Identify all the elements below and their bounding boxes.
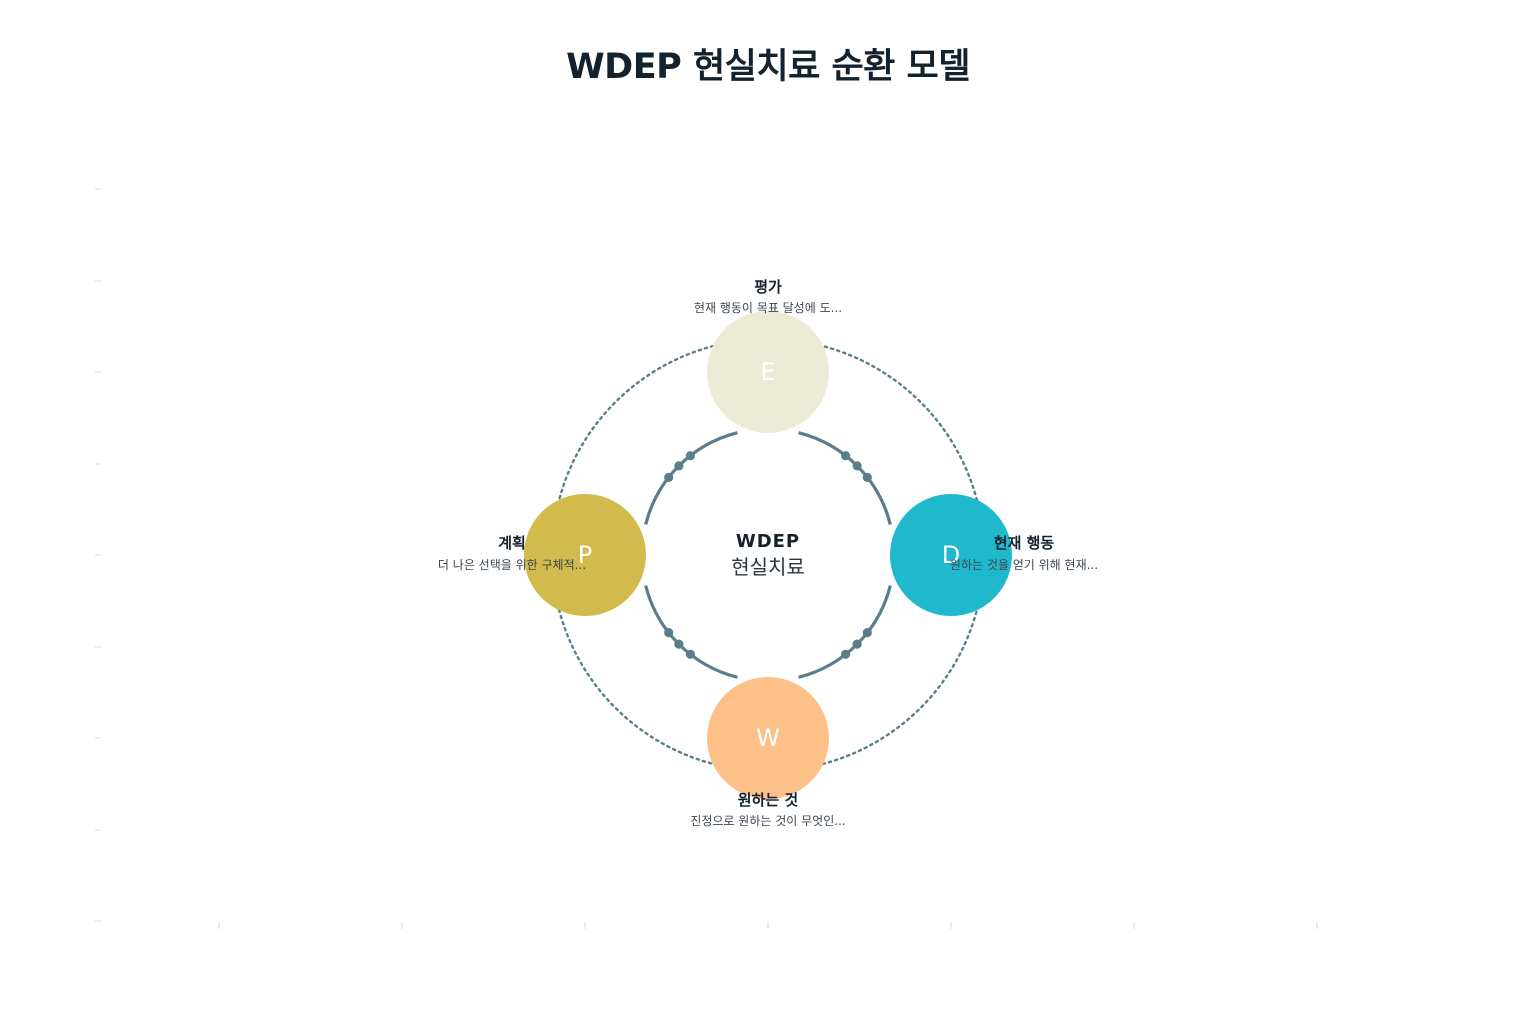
inner-cycle-arcs (644, 431, 892, 679)
center-label-line1: WDEP (736, 531, 800, 552)
node-letter-w: W (756, 724, 780, 752)
center-label-line2: 현실치료 (731, 555, 805, 579)
arc-connector-dot (862, 472, 872, 482)
node-title-doing: 현재 행동 (994, 534, 1055, 552)
node-desc-doing: 원하는 것을 얻기 위해 현재... (950, 558, 1098, 572)
arc-connector-dot (674, 639, 684, 649)
node-desc-wants: 진정으로 원하는 것이 무엇인... (690, 814, 845, 828)
arc-connector-dot (674, 461, 684, 471)
node-desc-evaluation: 현재 행동이 목표 달성에 도... (694, 300, 842, 315)
arc-connector-dot (664, 472, 674, 482)
node-wants[interactable]: W 원하는 것 진정으로 원하는 것이 무엇인... (690, 677, 846, 828)
node-letter-p: P (578, 541, 592, 569)
node-doing[interactable]: D 현재 행동 원하는 것을 얻기 위해 현재... (890, 494, 1098, 616)
inner-arc-segment (644, 431, 738, 525)
arc-connector-dot (852, 639, 862, 649)
node-circle-e[interactable] (707, 311, 829, 433)
node-circle-w[interactable] (707, 677, 829, 799)
node-planning[interactable]: P 계획 더 나은 선택을 위한 구체적... (438, 494, 646, 616)
node-circle-d[interactable] (890, 494, 1012, 616)
node-circle-p[interactable] (524, 494, 646, 616)
arc-connector-dot (852, 461, 862, 471)
inner-arc-segment (798, 431, 892, 525)
arc-connector-dot (862, 628, 872, 638)
node-title-wants: 원하는 것 (738, 791, 799, 809)
diagram-title: WDEP 현실치료 순환 모델 (566, 47, 970, 87)
inner-arc-segment (798, 585, 892, 679)
arc-connector-dot (685, 451, 696, 461)
node-desc-planning: 더 나은 선택을 위한 구체적... (438, 558, 586, 572)
node-letter-d: D (942, 541, 960, 569)
axis-ticks (95, 188, 1318, 929)
node-title-planning: 계획 (498, 534, 526, 552)
node-evaluation[interactable]: E 평가 현재 행동이 목표 달성에 도... (694, 278, 842, 433)
arc-connector-dot (685, 649, 696, 659)
arc-connector-dot (841, 451, 851, 461)
arc-connector-dot (664, 628, 674, 638)
node-title-evaluation: 평가 (754, 278, 782, 296)
node-letter-e: E (760, 358, 775, 386)
arc-connector-dot (841, 649, 851, 659)
center-label: WDEP 현실치료 (731, 531, 805, 579)
inner-arc-segment (644, 585, 738, 679)
